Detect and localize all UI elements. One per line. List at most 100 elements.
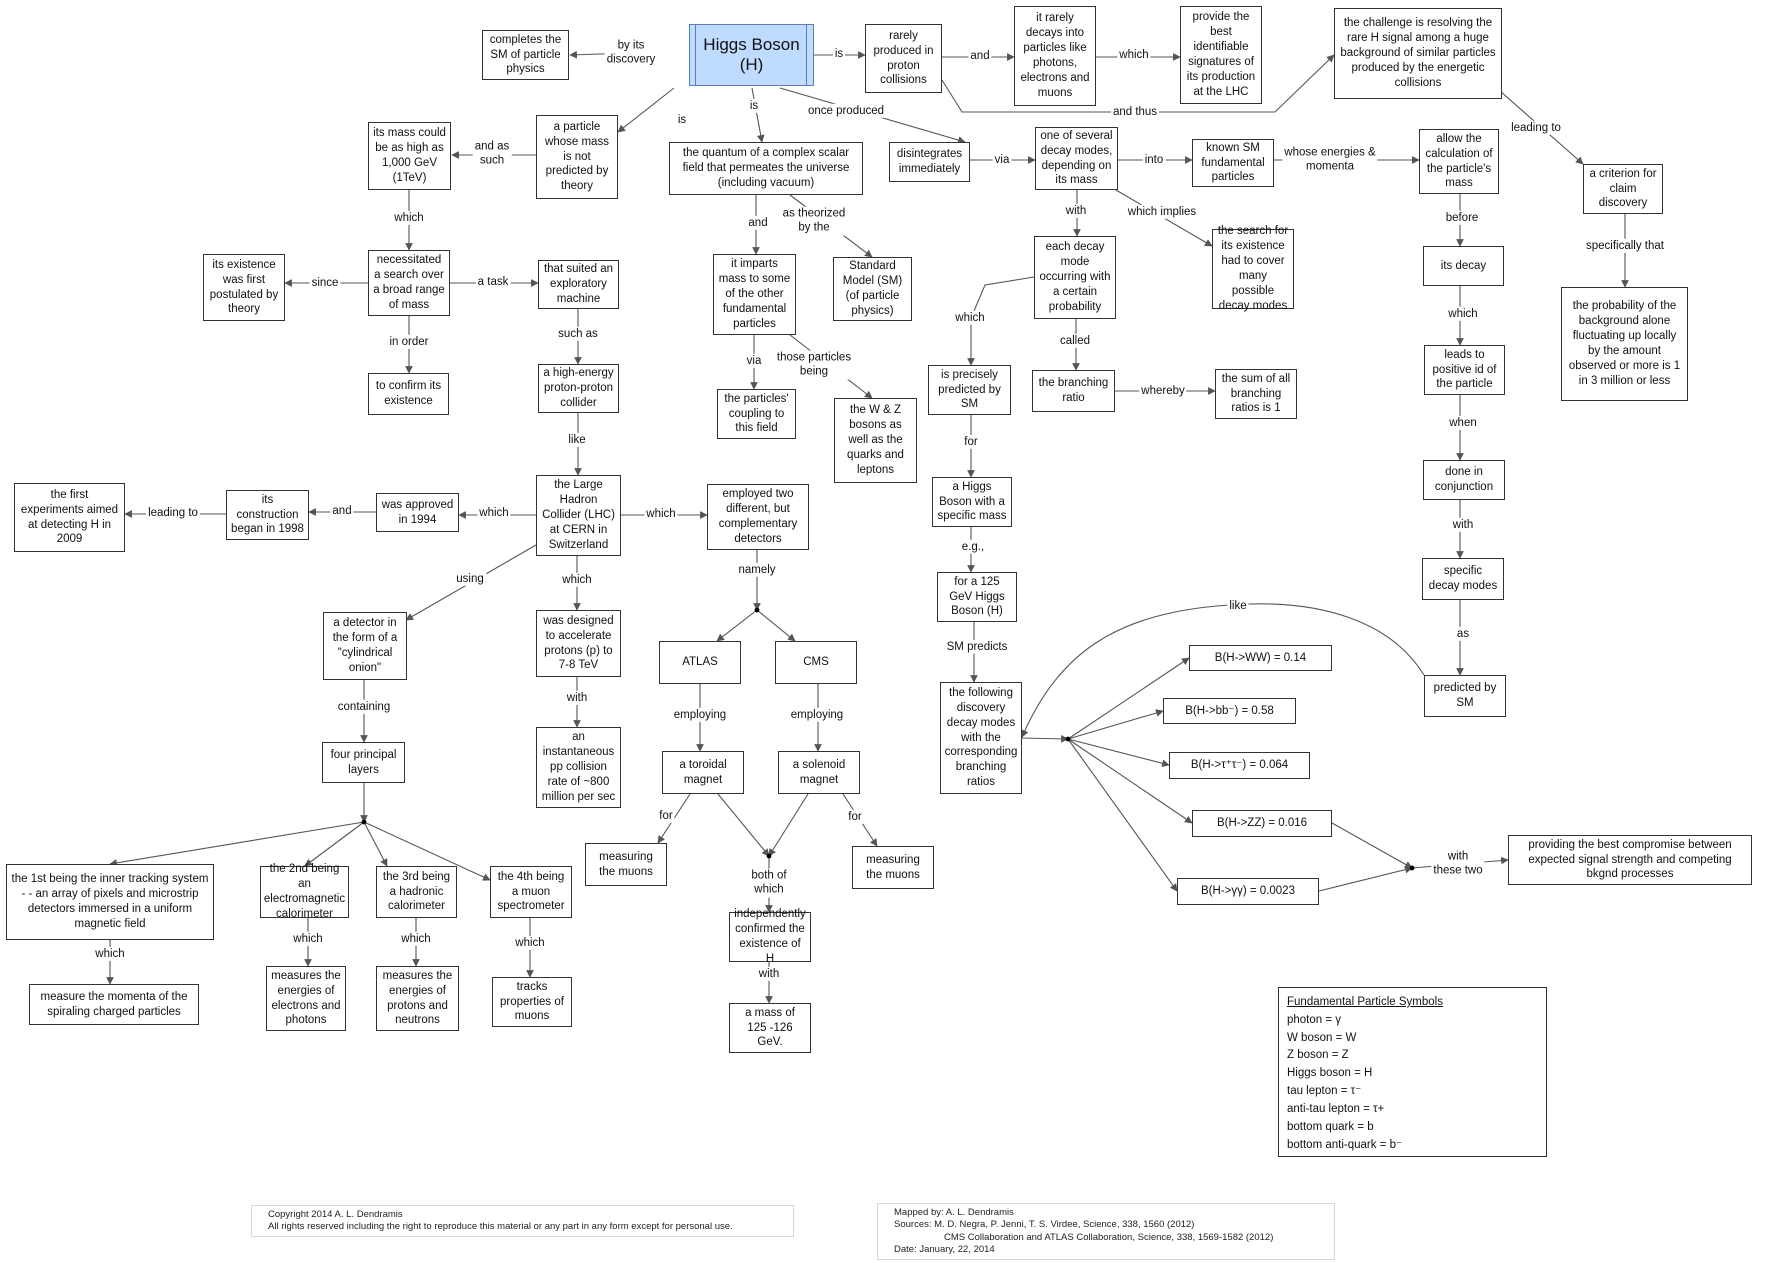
concept-text: done in conjunction [1434,466,1494,493]
concept-node-existence-postulated: its existence was first postulated by th… [203,254,285,321]
legend-item: Z boson = Z [1287,1049,1349,1062]
concept-text: the sum of all branching ratios is 1 [1221,372,1291,415]
connector-arrow [109,821,365,867]
concept-node-momenta: measure the momenta of the spiraling cha… [29,984,199,1025]
concept-text: tracks properties of muons [500,980,564,1023]
legend-item: tau lepton = τ⁻ [1287,1085,1362,1098]
sources-line: CMS Collaboration and ATLAS Collaboratio… [944,1231,1274,1243]
concept-node-disintegrates: disintegrates immediately [889,142,970,182]
concept-text: one of several decay modes, depending on… [1040,129,1113,187]
link-label: and [330,503,354,519]
connector-arrow [617,87,675,133]
concept-text: the particles' coupling to this field [724,392,789,435]
concept-node-higgs: Higgs Boson (H) [689,24,814,86]
connector-arrow [1067,709,1164,740]
concept-text: a particle whose mass is not predicted b… [545,120,609,193]
link-label: whose energies & momenta [1282,145,1378,175]
connector-arrow [751,87,765,143]
connector-arrow [1067,657,1190,740]
junction-dot [1409,865,1415,871]
link-label: into [1142,152,1166,168]
concept-node-rarely-decays: it rarely decays into particles like pho… [1014,6,1096,106]
connector-arrow [717,793,770,857]
junction-dot [754,607,760,613]
link-label: a task [475,274,511,290]
concept-text: the challenge is resolving the rare H si… [1340,17,1496,89]
concept-text: a Higgs Boson with a specific mass [937,480,1007,523]
concept-node-each-decay: each decay mode occurring with a certain… [1034,236,1116,319]
link-label: as [1454,626,1472,642]
concept-text: necessitated a search over a broad range… [373,254,445,311]
concept-node-criterion: a criterion for claim discovery [1583,164,1663,214]
connector-arrow [304,821,365,867]
concept-node-completes-sm: completes the SM of particle physics [482,30,569,80]
concept-node-collider: a high-energy proton-proton collider [538,364,619,413]
concept-node-coupling: the particles' coupling to this field [717,389,796,439]
concept-text: independently confirmed the existence of… [734,908,806,965]
concept-node-had-cal: the 3rd being a hadronic calorimeter [376,866,457,918]
legend-item: photon = γ [1287,1013,1342,1026]
legend-item: bottom quark = b [1287,1120,1374,1133]
concept-node-two-detectors: employed two different, but complementar… [707,484,809,550]
concept-text: it imparts mass to some of the other fun… [718,258,791,330]
concept-text: CMS [803,656,829,669]
concept-node-standard-model: Standard Model (SM) (of particle physics… [833,257,912,321]
legend-item: Higgs boson = H [1287,1067,1373,1080]
junction-dot [361,819,367,825]
concept-text: B(H->WW) = 0.14 [1214,651,1307,664]
link-label: such as [556,326,600,342]
concept-node-construction: its construction began in 1998 [226,490,309,540]
link-label: namely [736,562,778,578]
link-label: for [846,809,864,825]
concept-node-meas-electrons: measures the energies of electrons and p… [266,966,346,1031]
concept-text: a toroidal magnet [679,758,727,786]
link-label: and thus [1110,104,1160,120]
concept-text: the following discovery decay modes with… [944,686,1018,789]
link-label: which [399,931,433,947]
link-label: like [1227,598,1249,614]
connector-arrow [967,276,1035,366]
concept-node-indep-confirmed: independently confirmed the existence of… [729,908,811,965]
link-label: is [832,46,846,62]
link-label: and [746,215,770,231]
link-label: whereby [1139,383,1187,399]
concept-text: an instantaneous pp collision rate of ~8… [541,731,616,803]
junction-dot [1065,736,1071,742]
concept-text: each decay mode occurring with a certain… [1039,241,1111,313]
concept-text: a criterion for claim discovery [1589,167,1657,210]
concept-text: the 4th being a muon spectrometer [497,870,565,913]
concept-text: the first experiments aimed at detecting… [20,488,119,546]
concept-node-b-bb: B(H->bb⁻) = 0.58 [1163,698,1296,724]
concept-node-designed: was designed to accelerate protons (p) t… [536,610,621,677]
concept-text: allow the calculation of the particle's … [1425,132,1493,190]
concept-text: B(H->ZZ) = 0.016 [1216,817,1308,830]
concept-text: a mass of 125 -126 GeV. [745,1006,795,1049]
legend-item: W boson = W [1287,1031,1357,1044]
mapped-by: Mapped by: A. L. Dendramis [894,1207,1014,1218]
concept-node-lhc: the Large Hadron Collider (LHC) at CERN … [536,475,621,556]
link-label: with [1063,203,1089,219]
concept-text: for a 125 GeV Higgs Boson (H) [949,575,1005,618]
link-label: in order [387,334,431,350]
connector-arrow [1318,865,1413,892]
concept-text: is precisely predicted by SM [938,368,1001,411]
concept-node-solenoid: a solenoid magnet [778,751,860,794]
link-label: which [1446,306,1480,322]
link-label: which [953,310,987,326]
concept-text: predicted by SM [1433,682,1497,709]
concept-node-cyl-onion: a detector in the form of a "cylindrical… [323,612,407,680]
link-label: is [747,98,761,114]
link-label: leading to [1509,120,1563,136]
link-label: specifically that [1584,238,1666,254]
concept-text: known SM fundamental particles [1201,141,1265,184]
connector-arrow [756,609,796,642]
link-label: and as such [472,139,512,169]
concept-text: B(H->bb⁻) = 0.58 [1185,704,1274,717]
concept-node-approved: was approved in 1994 [376,493,459,532]
concept-node-leads-positive: leads to positive id of the particle [1424,345,1505,395]
link-label: employing [788,707,846,723]
concept-node-em-cal: the 2nd being an electromagnetic calorim… [260,863,349,920]
link-label: with these two [1431,849,1485,879]
concept-text: B(H->τ⁺τ⁻) = 0.064 [1190,759,1289,772]
link-label: like [566,432,588,448]
